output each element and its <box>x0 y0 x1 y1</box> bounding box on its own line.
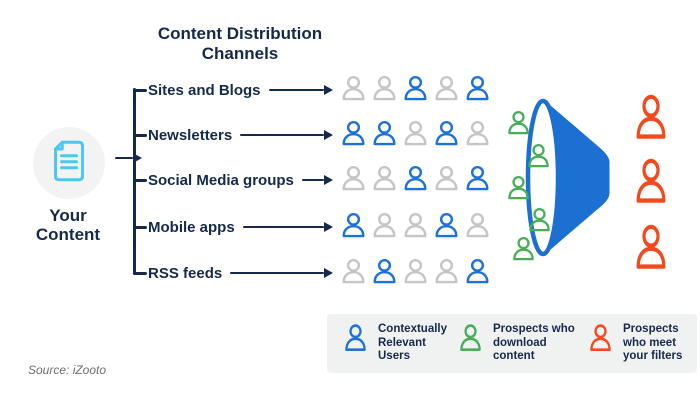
legend-label: Prospects who meet your filters <box>623 323 683 362</box>
source-credit: Source: iZooto <box>28 363 107 377</box>
bracket-tick <box>133 225 147 229</box>
arrow-head <box>133 153 142 163</box>
person-icon-blue <box>339 119 368 152</box>
legend-label: Prospects who download content <box>493 323 575 362</box>
person-icon-blue <box>463 74 492 107</box>
bracket-tick <box>133 271 147 275</box>
bracket-tick <box>133 133 147 137</box>
person-icon-orange <box>632 221 670 277</box>
channel-label: Social Media groups <box>148 171 294 189</box>
page-title: Content Distribution Channels <box>157 24 323 63</box>
person-icon-green <box>525 142 552 174</box>
person-icon-gray <box>370 74 399 107</box>
person-icon-blue <box>370 119 399 152</box>
arrow-head <box>324 268 333 278</box>
person-icon-blue <box>463 257 492 290</box>
bracket-tick <box>133 178 147 182</box>
person-icon-green <box>526 206 553 238</box>
arrow-shaft <box>242 225 324 229</box>
person-icon-gray <box>370 211 399 244</box>
channel-arrow <box>230 268 333 278</box>
person-icon-gray <box>432 74 461 107</box>
person-icon-gray <box>463 211 492 244</box>
legend: Contextually Relevant Users Prospects who… <box>327 314 697 373</box>
person-icon-gray <box>401 257 430 290</box>
person-icon-gray <box>339 164 368 197</box>
person-icon-green <box>457 322 484 358</box>
audience-icons <box>339 257 492 290</box>
person-icon-orange <box>632 155 670 211</box>
person-icon-blue <box>432 211 461 244</box>
channel-arrow <box>242 222 333 232</box>
channel-row: Social Media groups <box>148 165 492 195</box>
document-icon <box>51 137 87 190</box>
person-icon-orange <box>632 91 670 147</box>
person-icon-gray <box>432 164 461 197</box>
legend-item: Contextually Relevant Users <box>342 322 447 364</box>
your-content-circle <box>33 127 105 199</box>
person-icon-gray <box>339 257 368 290</box>
channel-arrow <box>240 130 333 140</box>
person-icon-gray <box>339 74 368 107</box>
channel-label: Mobile apps <box>148 218 235 236</box>
person-icon-blue <box>432 119 461 152</box>
channel-row: Sites and Blogs <box>148 75 492 105</box>
person-icon-blue <box>401 74 430 107</box>
person-icon-gray <box>370 164 399 197</box>
person-icon-blue <box>339 211 368 244</box>
arrow-shaft <box>268 88 324 92</box>
person-icon-green <box>505 109 532 141</box>
person-icon-blue <box>342 322 369 358</box>
arrow-shaft <box>115 156 133 160</box>
channel-label: RSS feeds <box>148 264 223 282</box>
arrow-head <box>324 222 333 232</box>
audience-icons <box>339 164 492 197</box>
channel-label: Sites and Blogs <box>148 81 261 99</box>
bracket-tick <box>133 88 147 92</box>
bracket-line <box>133 88 136 275</box>
arrow-shaft <box>301 178 324 182</box>
person-icon-gray <box>463 119 492 152</box>
arrow-head <box>324 85 333 95</box>
audience-icons <box>339 211 492 244</box>
arrow-head <box>324 175 333 185</box>
person-icon-blue <box>401 164 430 197</box>
channel-row: Mobile apps <box>148 212 492 242</box>
channel-arrow <box>301 175 333 185</box>
channel-arrow <box>268 85 333 95</box>
audience-icons <box>339 74 492 107</box>
audience-icons <box>339 119 492 152</box>
person-icon-blue <box>463 164 492 197</box>
legend-item: Prospects who meet your filters <box>587 322 682 364</box>
channel-row: Newsletters <box>148 120 492 150</box>
person-icon-gray <box>432 257 461 290</box>
person-icon-gray <box>401 119 430 152</box>
person-icon-green <box>505 174 532 206</box>
legend-item: Prospects who download content <box>457 322 575 364</box>
content-to-channels-arrow <box>115 152 142 164</box>
legend-label: Contextually Relevant Users <box>378 323 448 362</box>
person-icon-gray <box>401 211 430 244</box>
person-icon-blue <box>370 257 399 290</box>
person-icon-green <box>510 235 537 267</box>
arrow-head <box>324 130 333 140</box>
channel-row: RSS feeds <box>148 258 492 288</box>
arrow-shaft <box>230 271 324 275</box>
person-icon-orange <box>587 322 614 358</box>
your-content-label: Your Content <box>35 206 101 244</box>
channel-label: Newsletters <box>148 126 233 144</box>
arrow-shaft <box>240 133 324 137</box>
